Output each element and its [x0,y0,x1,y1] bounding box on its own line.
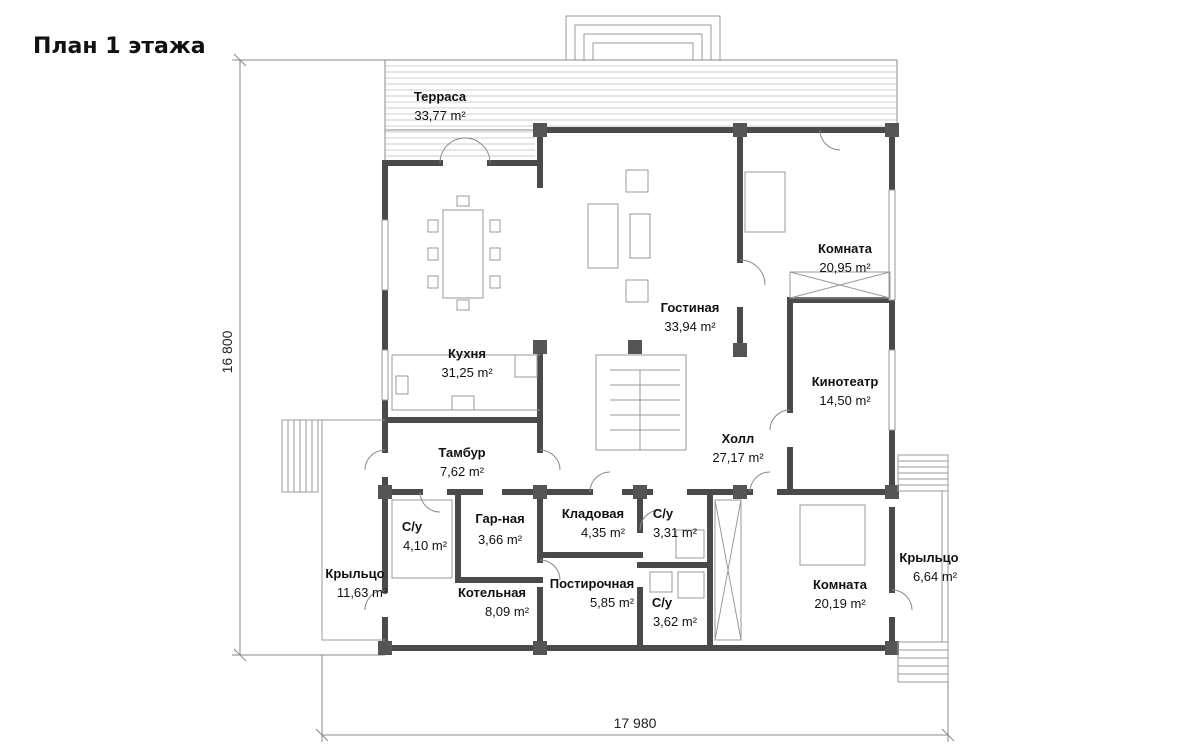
room-name: Терраса [414,89,467,104]
doors [364,129,913,611]
room-label-storage: Кладовая 4,35 m² [562,506,626,540]
room-area: 14,50 m² [819,393,871,408]
room-name: С/у [402,519,423,534]
room-label-living: Гостиная 33,94 m² [661,300,720,334]
room-label-vestibule: Тамбур 7,62 m² [438,445,485,479]
room-label-bedroom-1: Комната 20,95 m² [818,241,873,275]
room-name: Комната [813,577,868,592]
room-area: 33,77 m² [414,108,466,123]
room-name: Комната [818,241,873,256]
porches [281,419,949,683]
room-label-laundry: Постирочная 5,85 m² [550,576,635,610]
room-area: 31,25 m² [441,365,493,380]
room-name: Кухня [448,346,486,361]
room-label-bathroom-3: С/у 3,62 m² [652,595,698,629]
room-name: Постирочная [550,576,634,591]
room-label-bedroom-2: Комната 20,19 m² [813,577,868,611]
room-label-bathroom-1: С/у 4,10 m² [402,519,448,553]
walls [382,127,895,651]
room-area: 6,64 m² [913,569,958,584]
room-name: С/у [653,506,674,521]
room-label-porch-2: Крыльцо 6,64 m² [899,550,958,584]
terrace [384,59,898,163]
room-name: С/у [652,595,673,610]
room-area: 20,95 m² [819,260,871,275]
room-area: 7,62 m² [440,464,485,479]
room-area: 3,31 m² [653,525,698,540]
room-label-bathroom-2: С/у 3,31 m² [653,506,698,540]
room-area: 33,94 m² [664,319,716,334]
room-area: 4,10 m² [403,538,448,553]
room-area: 8,09 m² [485,604,530,619]
room-name: Холл [722,431,755,446]
room-label-kitchen: Кухня 31,25 m² [441,346,493,380]
room-label-cinema: Кинотеатр 14,50 m² [812,374,879,408]
room-area: 3,66 m² [478,532,523,547]
room-area: 20,19 m² [814,596,866,611]
room-area: 3,62 m² [653,614,698,629]
plan-title: План 1 этажа [33,34,206,59]
posts [378,123,899,655]
dimension-lines [232,53,955,742]
room-name: Крыльцо [899,550,958,565]
room-label-hall: Холл 27,17 m² [712,431,764,465]
room-name: Крыльцо [325,566,384,581]
room-name: Тамбур [438,445,485,460]
room-area: 4,35 m² [581,525,626,540]
dimension-height: 16 800 [219,330,235,373]
windows [381,189,896,431]
top-steps [565,15,721,61]
room-name: Гар-ная [475,511,524,526]
room-name: Котельная [458,585,526,600]
room-name: Гостиная [661,300,720,315]
room-area: 11,63 m² [337,585,388,600]
furniture [391,169,891,641]
room-label-dressing: Гар-ная 3,66 m² [475,511,524,547]
room-area: 27,17 m² [712,450,764,465]
room-label-porch-1: Крыльцо 11,63 m² [325,566,387,600]
dimension-width: 17 980 [614,715,657,731]
room-label-boiler: Котельная 8,09 m² [458,585,530,619]
room-name: Кладовая [562,506,624,521]
room-area: 5,85 m² [590,595,635,610]
room-label-terrace: Терраса 33,77 m² [414,89,467,123]
room-name: Кинотеатр [812,374,879,389]
